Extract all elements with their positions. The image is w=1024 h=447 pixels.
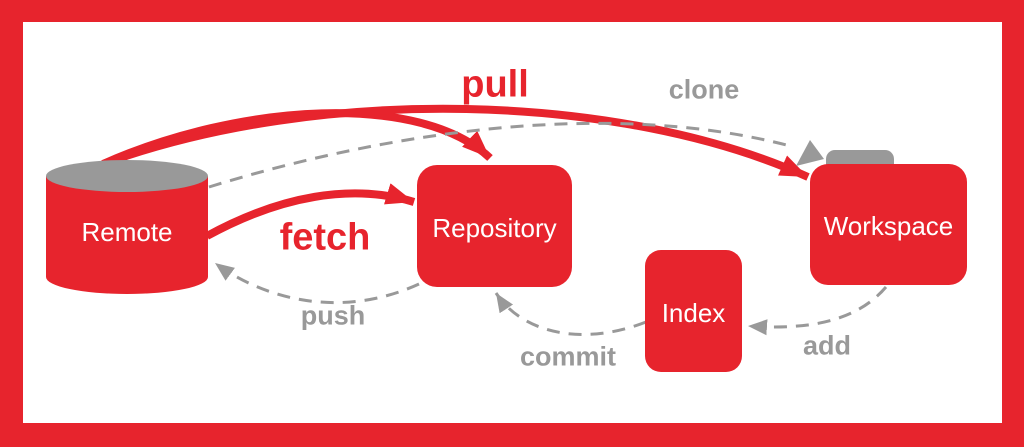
node-workspace: Workspace <box>810 164 967 285</box>
edge-label-commit: commit <box>519 341 617 372</box>
fetch-arrow <box>205 183 416 240</box>
edge-label-clone: clone <box>668 74 740 105</box>
node-repository: Repository <box>417 165 572 287</box>
pull-arrow-to-workspace <box>101 104 810 181</box>
remote-cylinder-body <box>46 176 208 294</box>
edge-label-push: push <box>300 300 366 331</box>
edge-label-pull: pull <box>461 63 529 106</box>
commit-arrow <box>494 292 647 336</box>
clone-arrowhead <box>796 140 824 166</box>
node-remote: Remote <box>46 160 208 294</box>
edge-label-fetch: fetch <box>279 216 371 259</box>
edge-label-add: add <box>802 330 852 361</box>
node-index-label: Index <box>661 298 726 328</box>
node-index: Index <box>645 250 742 372</box>
node-remote-label: Remote <box>81 217 173 247</box>
clone-arrow <box>208 121 795 189</box>
node-workspace-label: Workspace <box>823 211 954 241</box>
add-arrow <box>747 286 888 336</box>
node-repository-label: Repository <box>432 213 557 243</box>
remote-cylinder-top <box>46 160 208 192</box>
push-arrow <box>214 261 420 305</box>
